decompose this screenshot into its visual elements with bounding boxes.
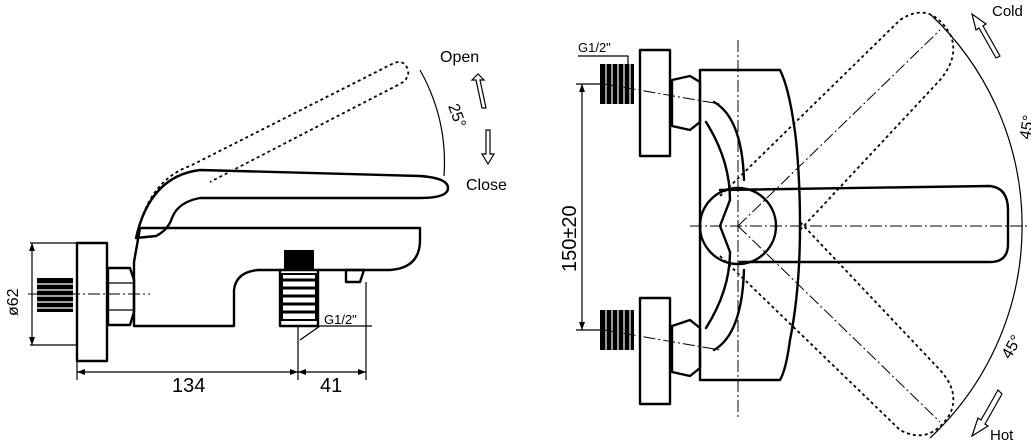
body-waist-right	[712, 100, 746, 352]
upper-inlet	[600, 48, 702, 158]
thread-label-side: G1/2"	[324, 312, 357, 327]
cold-label: Cold	[992, 3, 1023, 20]
lever-handle-top	[718, 184, 1010, 264]
outlet-spout	[278, 268, 320, 328]
dim-134: 134	[172, 375, 205, 397]
mixer-body	[132, 226, 422, 328]
close-arrow-icon	[480, 129, 496, 166]
close-label: Close	[466, 177, 507, 194]
angle-45-lower: 45°	[999, 333, 1026, 362]
lever-cold-position	[719, 11, 955, 231]
side-view: ø62 134 41 G1/2" 25° Open Close	[5, 49, 507, 397]
open-label: Open	[440, 49, 479, 66]
hot-arrow-icon	[970, 389, 1003, 438]
outlet-thread	[281, 250, 317, 321]
lever-handle	[134, 168, 450, 240]
swing-arc	[929, 13, 1023, 439]
hex-nut	[106, 266, 136, 327]
height-dim-label: 150±20	[559, 205, 581, 272]
angle-45-upper: 45°	[1017, 114, 1031, 141]
cold-arrow-icon	[971, 12, 1001, 59]
diverter	[344, 268, 366, 284]
angle-25-label: 25°	[444, 102, 468, 131]
open-arrow-icon	[470, 73, 487, 109]
lever-handle-open-position	[137, 61, 410, 233]
diameter-label: ø62	[5, 288, 22, 316]
top-view: 150±20 G1/2" Cold Hot 45° 45°	[559, 3, 1031, 444]
body-waist-left	[704, 120, 732, 330]
thread-label-top: G1/2"	[578, 40, 611, 55]
dim-41: 41	[320, 375, 342, 397]
eccentric-connector	[37, 278, 73, 312]
wall-rosette	[75, 241, 109, 363]
lever-hot-position	[719, 221, 955, 437]
mixer-body-top	[698, 68, 802, 382]
lower-inlet	[600, 296, 702, 406]
hot-label: Hot	[990, 427, 1014, 444]
